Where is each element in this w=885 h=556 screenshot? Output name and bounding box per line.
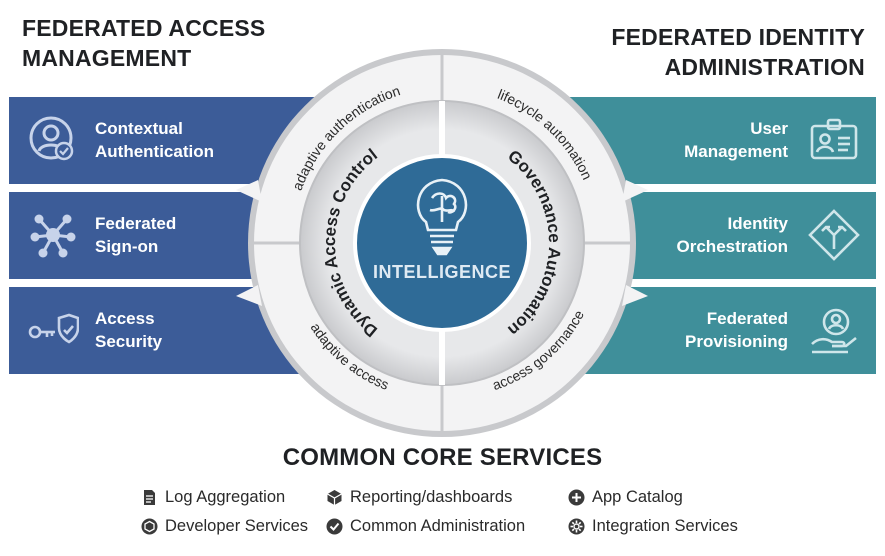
id-badge-icon <box>810 118 858 160</box>
service-app-catalog: App Catalog <box>568 488 683 507</box>
hand-user-icon <box>811 308 857 354</box>
bar-label: Identity Orchestration <box>676 214 788 256</box>
common-core-services-title: COMMON CORE SERVICES <box>282 444 603 471</box>
service-common-administration: Common Administration <box>326 517 525 536</box>
service-label: App Catalog <box>592 488 683 506</box>
check-circle-icon <box>326 518 343 535</box>
service-developer-services: Developer Services <box>141 517 308 536</box>
key-shield-icon <box>28 313 79 344</box>
service-log-aggregation: Log Aggregation <box>141 488 285 507</box>
user-check-icon <box>29 116 74 161</box>
service-label: Common Administration <box>350 517 526 535</box>
service-label: Developer Services <box>165 517 309 535</box>
service-reporting-dashboards: Reporting/dashboards <box>326 488 512 507</box>
federated-identity-administration-title: FEDERATED IDENTITY ADMINISTRATION <box>611 24 865 80</box>
developer-cube-icon <box>141 518 158 535</box>
federated-access-management-title: FEDERATED ACCESS MANAGEMENT <box>22 15 266 71</box>
diamond-arrows-icon <box>808 209 860 261</box>
brain-lightbulb-icon <box>416 178 468 256</box>
bar-label: User Management <box>684 119 788 161</box>
intelligence-label: INTELLIGENCE <box>373 262 511 282</box>
bar-label: Federated Provisioning <box>685 309 788 351</box>
bar-label: Access Security <box>95 309 163 351</box>
service-label: Reporting/dashboards <box>350 488 513 506</box>
plus-circle-icon <box>568 489 585 506</box>
service-integration-services: Integration Services <box>568 517 738 536</box>
service-label: Log Aggregation <box>165 488 286 506</box>
cube-icon <box>327 490 342 505</box>
network-hub-icon <box>30 214 76 258</box>
service-label: Integration Services <box>592 517 738 535</box>
gear-icon <box>568 518 585 535</box>
bar-label: Federated Sign-on <box>95 214 177 256</box>
bar-label: Contextual Authentication <box>95 119 214 161</box>
document-icon <box>144 490 155 505</box>
